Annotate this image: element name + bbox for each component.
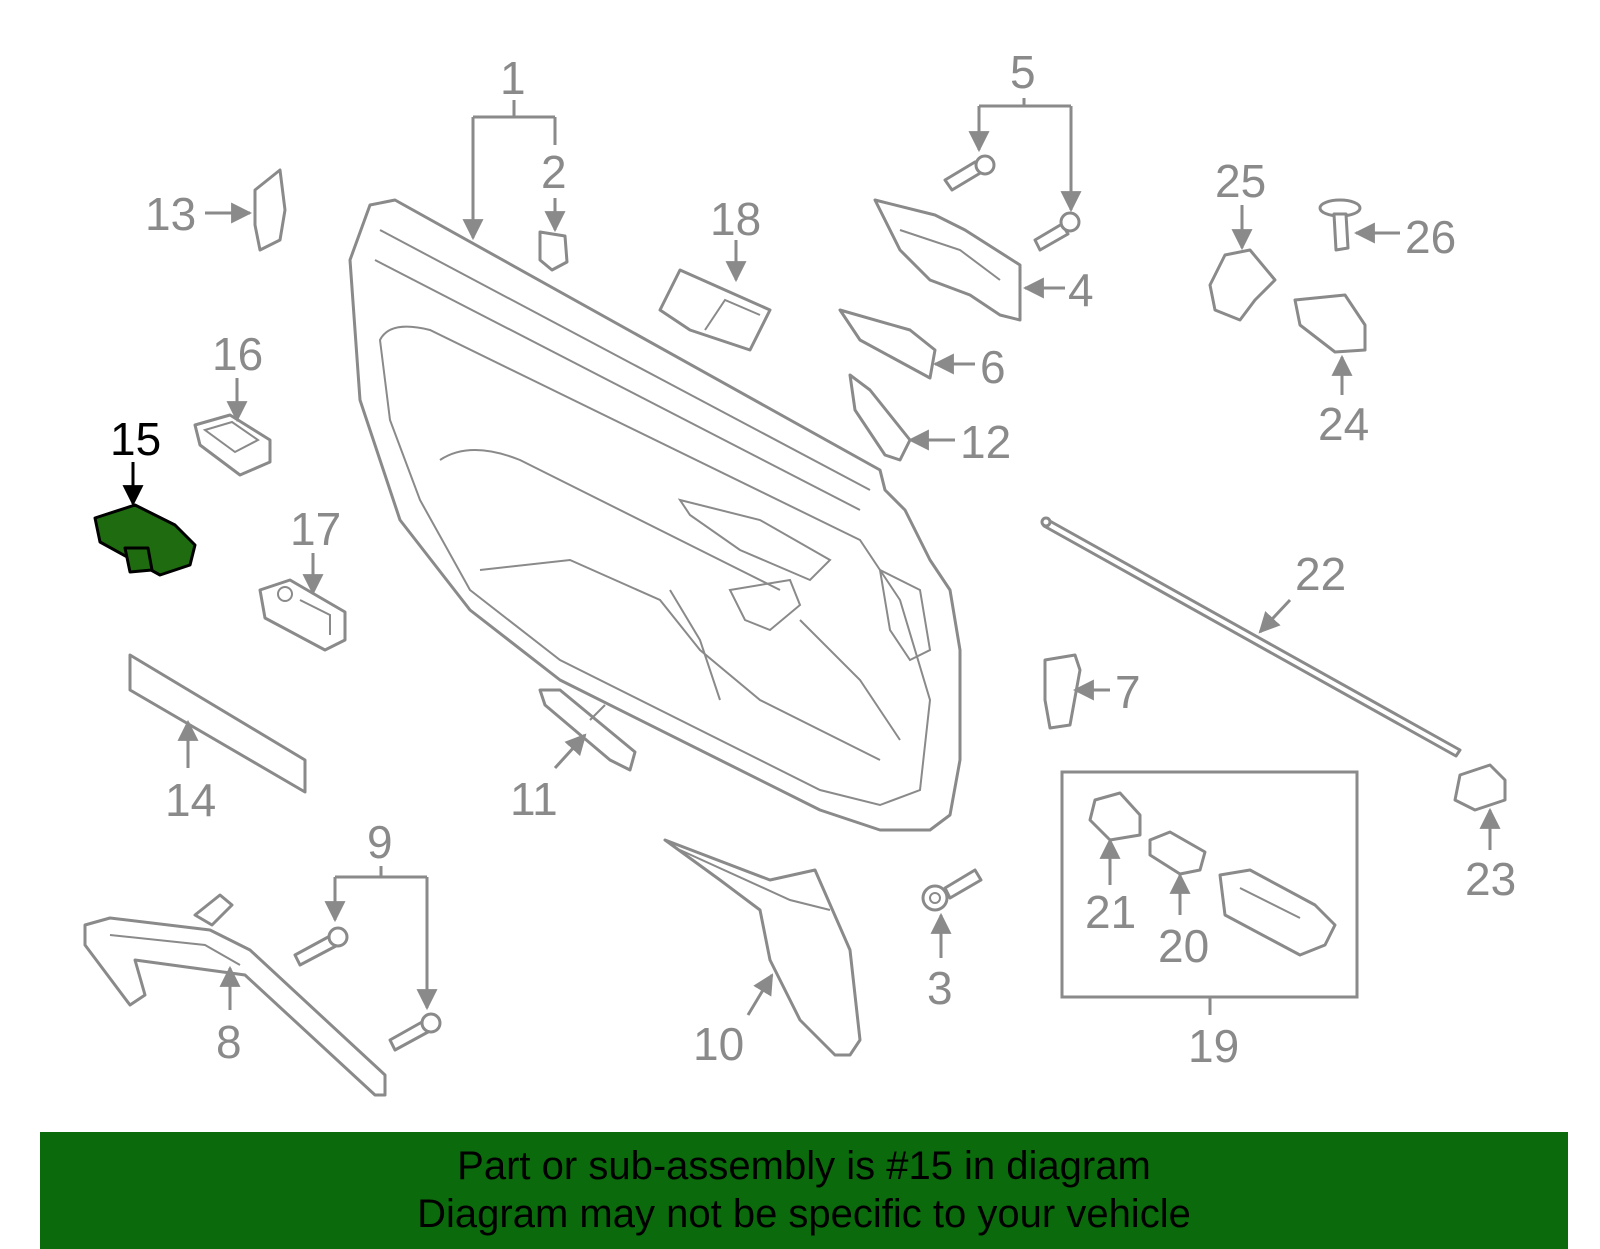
- screw-part-9a[interactable]: [293, 926, 349, 967]
- callout-10: 10: [693, 1018, 744, 1070]
- bezel-part-16[interactable]: [193, 413, 272, 477]
- callout-22: 22: [1295, 548, 1346, 600]
- callout-4: 4: [1068, 264, 1094, 316]
- callout-18: 18: [710, 193, 761, 245]
- rod-part-22[interactable]: [1040, 516, 1462, 758]
- trim-part-6[interactable]: [838, 308, 937, 380]
- clip-part-2[interactable]: [538, 230, 569, 272]
- screw-part-9b[interactable]: [388, 1012, 442, 1052]
- callout-23: 23: [1465, 853, 1516, 905]
- trim-part-10[interactable]: [663, 838, 862, 1057]
- callout-3: 3: [927, 962, 953, 1014]
- parts-diagram: 1 2 3 4 5 6 7 8 9 10 11 12 13 14 15 16 1…: [83, 46, 1516, 1097]
- banner-line-disclaimer: Diagram may not be specific to your vehi…: [417, 1192, 1191, 1236]
- switch-part-17[interactable]: [258, 578, 347, 652]
- callout-2: 2: [541, 146, 567, 198]
- switch-part-15[interactable]: [93, 503, 197, 577]
- strip-part-14[interactable]: [128, 653, 307, 794]
- callout-7: 7: [1115, 666, 1141, 718]
- callout-14: 14: [165, 774, 216, 826]
- cover-part-18[interactable]: [658, 268, 772, 352]
- clip-part-23[interactable]: [1453, 763, 1507, 812]
- callout-labels: 1 2 3 4 5 6 7 8 9 10 11 12 13 14 15 16 1…: [110, 46, 1516, 1072]
- callout-6: 6: [980, 341, 1006, 393]
- clip-part-25[interactable]: [1208, 248, 1277, 322]
- screw-part-5b[interactable]: [1033, 211, 1081, 252]
- bracket-part-24[interactable]: [1293, 293, 1367, 354]
- callout-9: 9: [367, 816, 393, 868]
- callout-8: 8: [216, 1016, 242, 1068]
- callout-26: 26: [1405, 211, 1456, 263]
- callout-1: 1: [500, 52, 526, 104]
- callout-5: 5: [1010, 46, 1036, 98]
- callout-19: 19: [1188, 1020, 1239, 1072]
- callout-11: 11: [510, 773, 558, 825]
- callout-16: 16: [212, 328, 263, 380]
- bracket-part-4[interactable]: [873, 198, 1022, 322]
- bracket-part-7[interactable]: [1043, 653, 1082, 730]
- callout-13: 13: [145, 188, 196, 240]
- callout-20: 20: [1158, 920, 1209, 972]
- screw-part-3[interactable]: [921, 868, 983, 912]
- info-banner: Part or sub-assembly is #15 in diagram D…: [40, 1132, 1568, 1249]
- handle-part-8[interactable]: [83, 893, 387, 1097]
- screw-part-5a[interactable]: [943, 154, 996, 192]
- callout-15-highlighted: 15: [110, 413, 161, 465]
- callout-24: 24: [1318, 398, 1369, 450]
- callout-17: 17: [290, 503, 341, 555]
- callout-12: 12: [960, 416, 1011, 468]
- door-trim-panel[interactable]: [348, 198, 962, 832]
- push-pin-part-26[interactable]: [1318, 198, 1362, 252]
- trim-part-11[interactable]: [538, 688, 637, 772]
- callout-21: 21: [1085, 886, 1136, 938]
- leader-lines: [122, 98, 1501, 1016]
- trim-part-12[interactable]: [848, 373, 912, 462]
- switch-kit-box-19[interactable]: [1060, 770, 1359, 999]
- callout-25: 25: [1215, 155, 1266, 207]
- clip-part-13[interactable]: [253, 168, 287, 252]
- banner-line-part-number: Part or sub-assembly is #15 in diagram: [457, 1144, 1151, 1188]
